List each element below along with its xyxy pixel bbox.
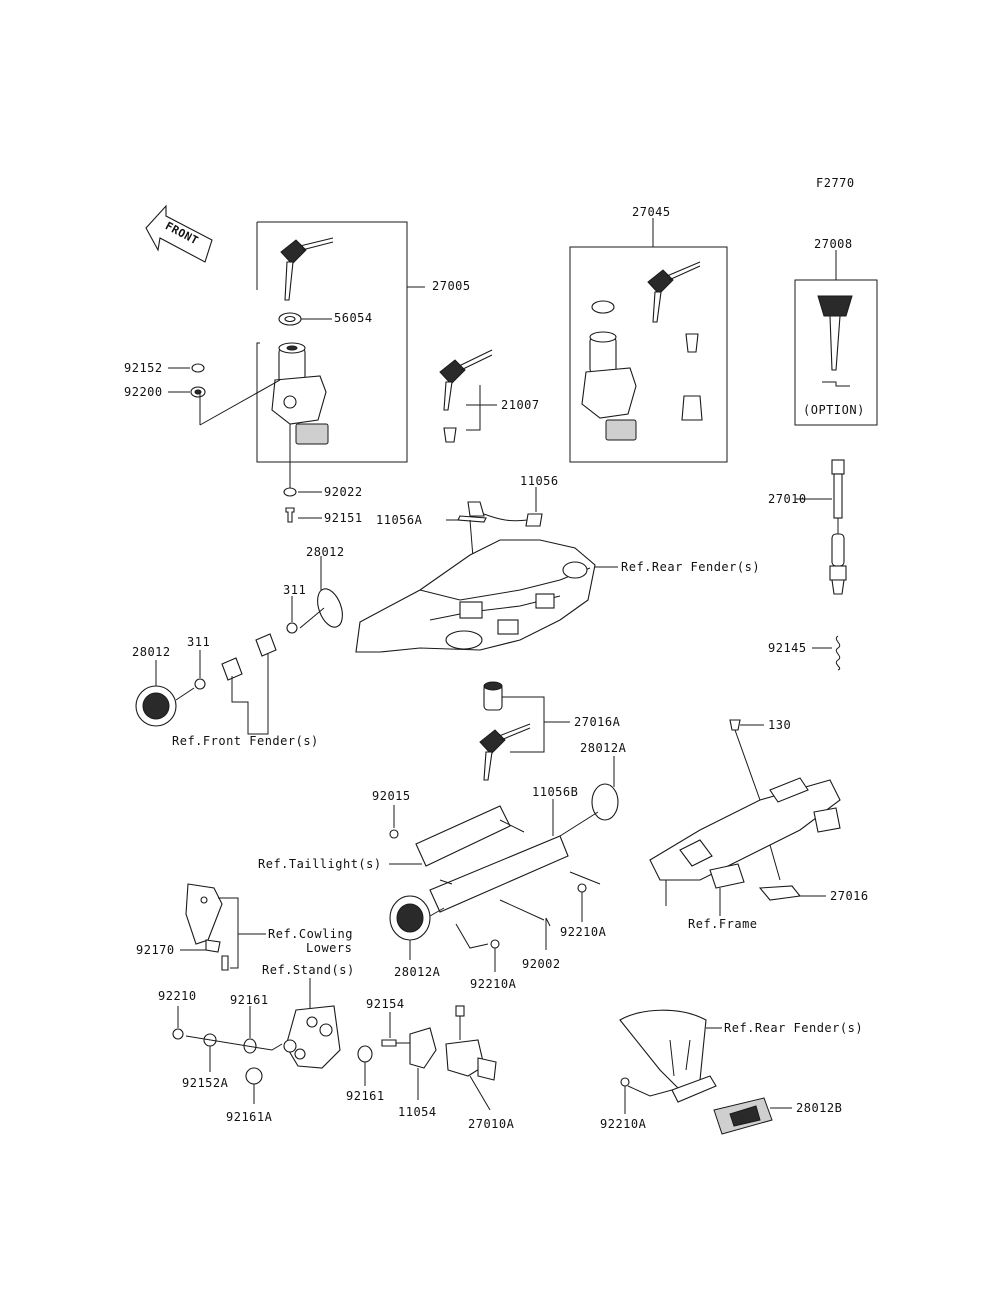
part-92210: 92210 [158, 989, 197, 1003]
front-reflectors [135, 556, 343, 735]
key-set-21007 [439, 349, 497, 443]
part-28012-top: 28012 [306, 545, 345, 559]
part-92022: 92022 [324, 485, 363, 499]
part-92152A: 92152A [182, 1076, 229, 1090]
part-92015: 92015 [372, 789, 411, 803]
ignition-switch-set-27005 [168, 221, 425, 523]
lock-set-27045 [569, 218, 728, 463]
ref-frame: Ref.Frame [688, 917, 758, 931]
switch-27010 [796, 459, 847, 671]
ref-stand: Ref.Stand(s) [262, 963, 355, 977]
part-28012B: 28012B [796, 1101, 842, 1115]
part-28012-left: 28012 [132, 645, 171, 659]
ref-cowling-line2: Lowers [306, 941, 352, 955]
part-92161A: 92161A [226, 1110, 273, 1124]
part-92170: 92170 [136, 943, 175, 957]
part-92200: 92200 [124, 385, 163, 399]
part-92210A-bottom: 92210A [600, 1117, 647, 1131]
rear-fender-top [355, 539, 618, 653]
part-11056: 11056 [520, 474, 559, 488]
ignition-switch-icon [271, 342, 329, 488]
front-arrow-icon: FRONT [145, 204, 213, 263]
option-key-27008 [794, 250, 878, 426]
part-56054: 56054 [334, 311, 373, 325]
ref-front-fender: Ref.Front Fender(s) [172, 734, 319, 748]
part-92154: 92154 [366, 997, 405, 1011]
part-28012A-bottom: 28012A [394, 965, 441, 979]
part-311-left: 311 [187, 635, 210, 649]
part-27010: 27010 [768, 492, 807, 506]
frame-assembly [649, 719, 841, 916]
part-92002: 92002 [522, 957, 561, 971]
lock-27016A [479, 681, 570, 781]
part-92151: 92151 [324, 511, 363, 525]
part-11056A: 11056A [376, 513, 423, 527]
figure-code: F2770 [816, 176, 855, 190]
part-92210A-mid: 92210A [470, 977, 517, 991]
part-92152: 92152 [124, 361, 163, 375]
ref-rear-fender-top: Ref.Rear Fender(s) [621, 560, 760, 574]
option-label: (OPTION) [803, 403, 865, 417]
ref-rear-fender-bottom: Ref.Rear Fender(s) [724, 1021, 863, 1035]
ref-cowling-line1: Ref.Cowling [268, 927, 353, 941]
part-27045: 27045 [632, 205, 671, 219]
part-27008: 27008 [814, 237, 853, 251]
ref-taillight: Ref.Taillight(s) [258, 857, 382, 871]
part-21007: 21007 [501, 398, 540, 412]
part-92145: 92145 [768, 641, 807, 655]
part-28012A-top: 28012A [580, 741, 627, 755]
stand-switch-assembly [172, 978, 497, 1111]
part-11054: 11054 [398, 1105, 437, 1119]
part-27016A: 27016A [574, 715, 621, 729]
license-bracket [389, 756, 619, 972]
part-27010A: 27010A [468, 1117, 515, 1131]
cowling-bracket-92170 [180, 883, 266, 971]
part-92161-top: 92161 [230, 993, 269, 1007]
part-92210A-right: 92210A [560, 925, 607, 939]
part-27005: 27005 [432, 279, 471, 293]
nut-92152-icon [191, 363, 205, 373]
part-27016: 27016 [830, 889, 869, 903]
screw-92151-icon [285, 507, 295, 523]
part-130: 130 [768, 718, 791, 732]
part-11056B: 11056B [532, 785, 578, 799]
part-92161-mid: 92161 [346, 1089, 385, 1103]
washer-92022-icon [283, 487, 297, 497]
part-311-top: 311 [283, 583, 306, 597]
key-icon [280, 237, 334, 301]
rear-fender-bottom [619, 1009, 792, 1135]
